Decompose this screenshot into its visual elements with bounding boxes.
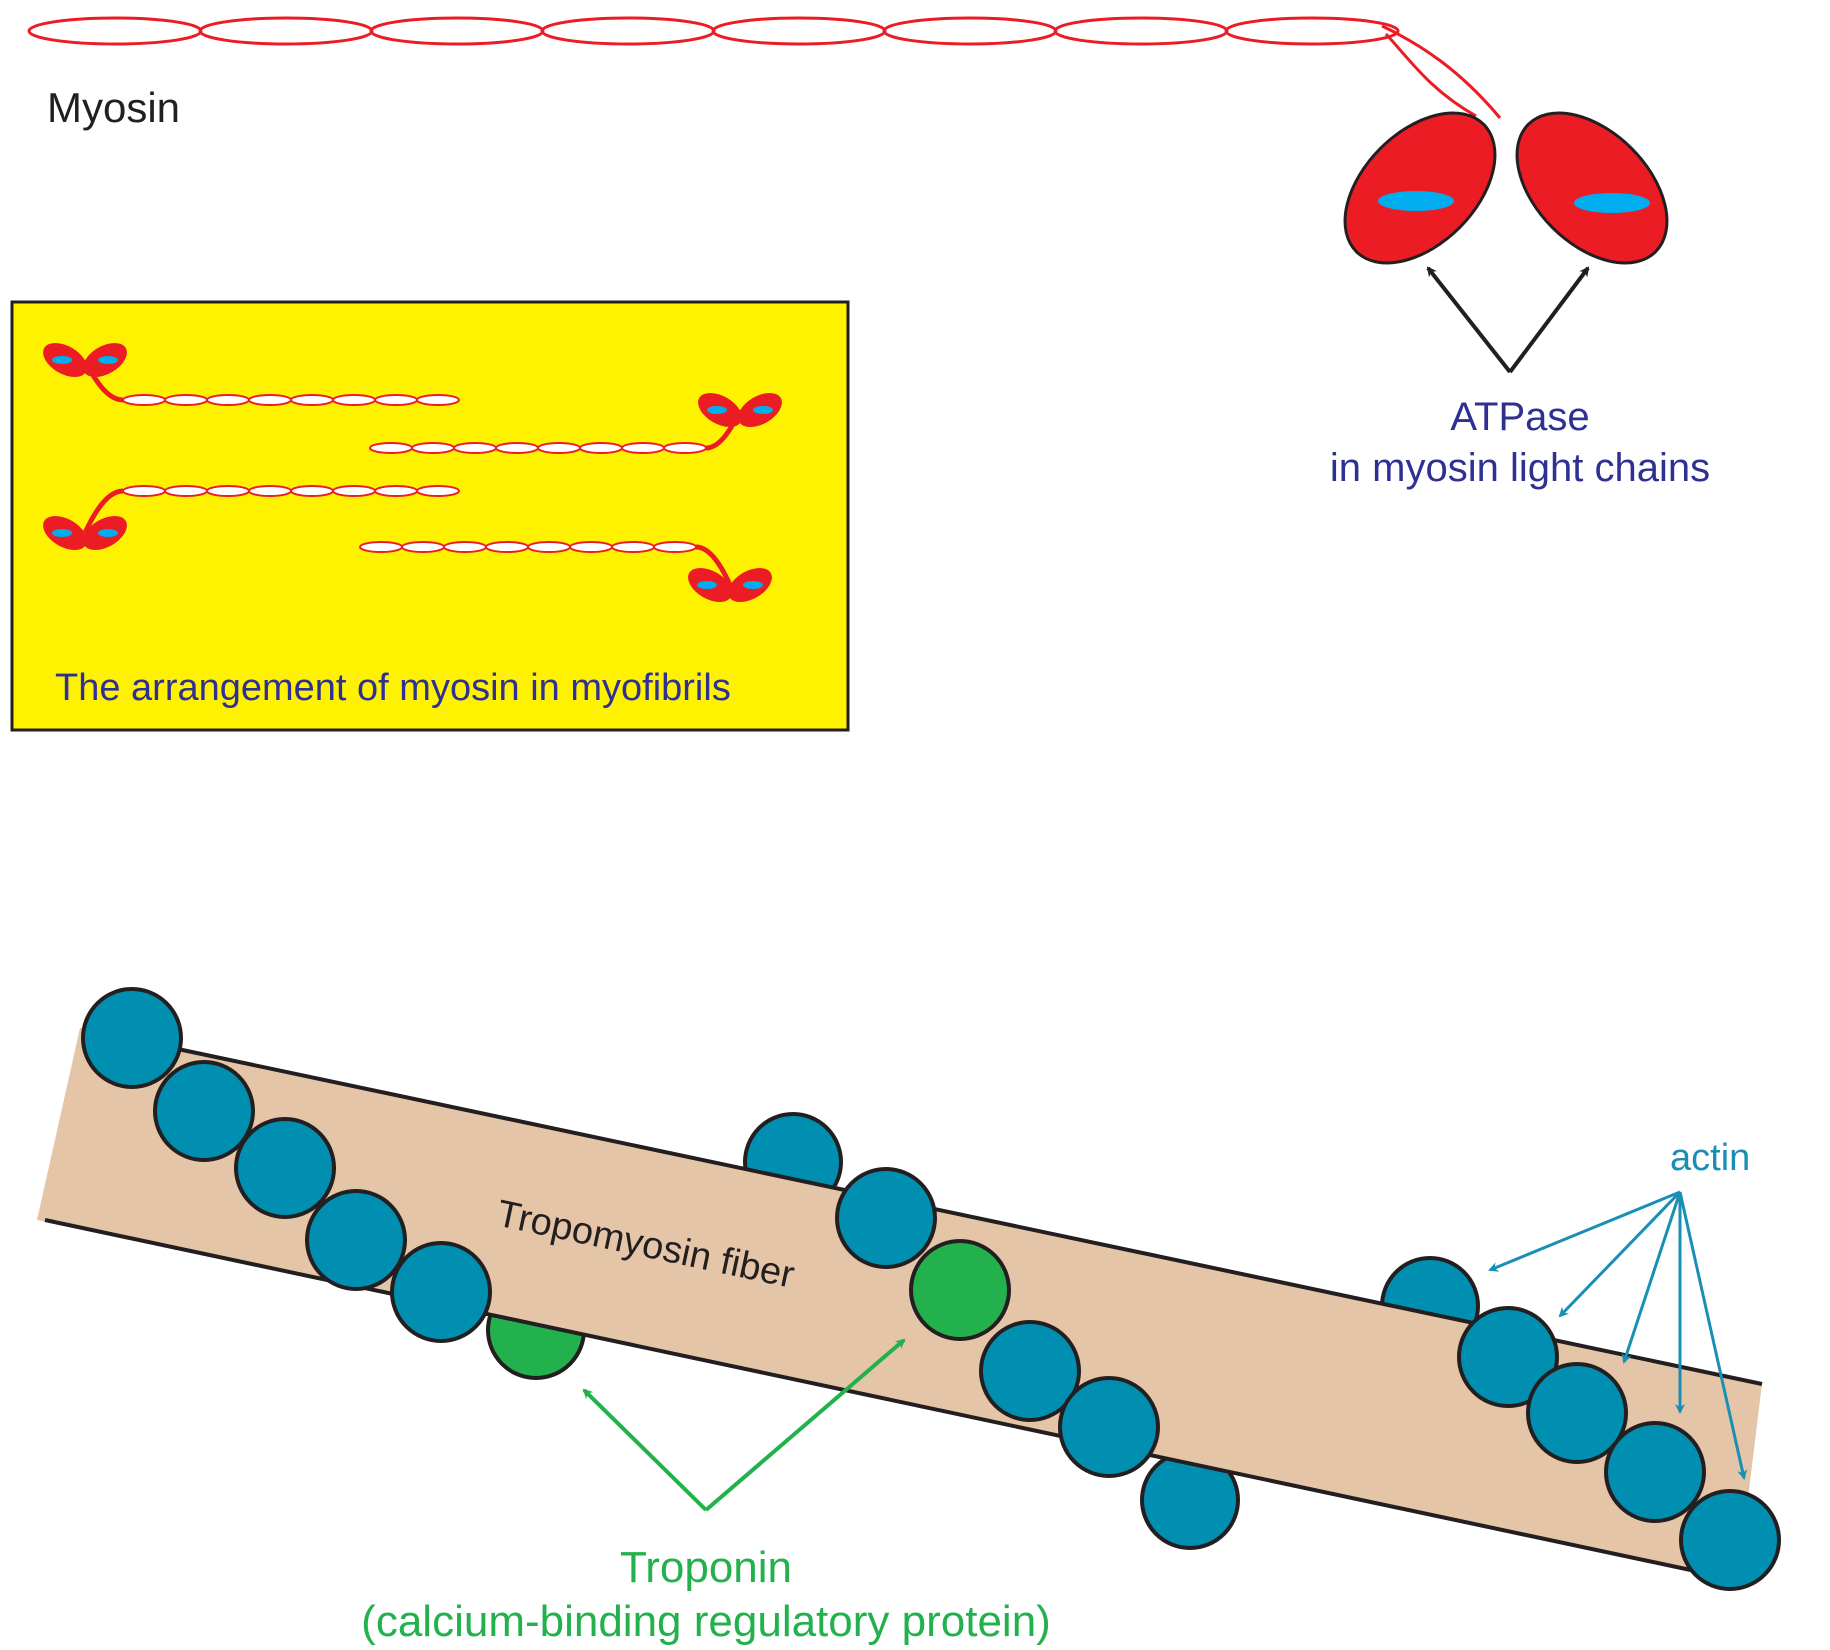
mini-tail-segment bbox=[537, 442, 581, 454]
tail-segment bbox=[198, 16, 374, 46]
mini-tail-segment bbox=[374, 394, 418, 406]
mini-atpase-site bbox=[707, 406, 727, 414]
myosin-head-right bbox=[1515, 111, 1669, 265]
myosin-molecule bbox=[27, 16, 1669, 265]
fiber-edge-bottom bbox=[44, 1218, 1701, 1574]
mini-tail-segment bbox=[248, 485, 292, 497]
mini-tail-segment bbox=[290, 394, 334, 406]
mini-atpase-site bbox=[697, 581, 717, 589]
actin-bead bbox=[305, 1189, 407, 1291]
actin-bead bbox=[390, 1241, 492, 1343]
myosin-label: Myosin bbox=[47, 84, 180, 131]
tail-segment bbox=[27, 16, 203, 46]
tropomyosin-fiber bbox=[37, 1028, 1762, 1580]
mini-tail-segment bbox=[443, 541, 487, 553]
mini-atpase-site bbox=[98, 356, 118, 364]
actin-bead bbox=[1457, 1306, 1559, 1408]
myosin-head-left bbox=[1343, 111, 1497, 265]
mini-myosin bbox=[369, 392, 782, 454]
mini-tail-segment bbox=[122, 394, 166, 406]
mini-atpase-site bbox=[52, 356, 72, 364]
mini-tail-segment bbox=[611, 541, 655, 553]
mini-tail-segment bbox=[374, 485, 418, 497]
actin-bead bbox=[835, 1167, 937, 1269]
mini-tail-segment bbox=[527, 541, 571, 553]
troponin-front bbox=[909, 1239, 1011, 1341]
mini-tail-segment bbox=[164, 485, 208, 497]
arrangement-caption: The arrangement of myosin in myofibrils bbox=[55, 667, 731, 709]
mini-atpase-site bbox=[98, 529, 118, 537]
mini-myosin bbox=[43, 342, 460, 406]
tail-segment bbox=[882, 16, 1058, 46]
mini-tail-segment bbox=[579, 442, 623, 454]
actin-bead bbox=[1526, 1362, 1628, 1464]
mini-tail-segment bbox=[369, 442, 413, 454]
tail-segment bbox=[369, 16, 545, 46]
myosin-neck bbox=[1381, 24, 1502, 119]
tail-segment bbox=[1224, 16, 1400, 46]
actin-label: actin bbox=[1670, 1137, 1750, 1179]
mini-tail-segment bbox=[290, 485, 334, 497]
mini-tail-segment bbox=[416, 394, 460, 406]
mini-tail-segment bbox=[663, 442, 707, 454]
thin-filament bbox=[37, 987, 1781, 1591]
troponin-label-line1: Troponin bbox=[620, 1543, 792, 1592]
actin-bead bbox=[81, 987, 183, 1089]
mini-tail-segment bbox=[485, 541, 529, 553]
mini-neck bbox=[695, 544, 733, 587]
tail-segment bbox=[540, 16, 716, 46]
mini-tail-segment bbox=[495, 442, 539, 454]
tail-segment bbox=[711, 16, 887, 46]
mini-tail-segment bbox=[359, 541, 403, 553]
mini-tail-segment bbox=[401, 541, 445, 553]
actin-bead bbox=[153, 1060, 255, 1162]
mini-myosin bbox=[359, 541, 772, 603]
mini-tail-segment bbox=[653, 541, 697, 553]
mini-tail-segment bbox=[332, 394, 376, 406]
mini-atpase-site bbox=[753, 406, 773, 414]
mini-neck bbox=[82, 488, 124, 535]
atpase-label-line2: in myosin light chains bbox=[1330, 446, 1710, 490]
atpase-arrows bbox=[1426, 266, 1590, 374]
mini-tail-segment bbox=[569, 541, 613, 553]
tail-segment bbox=[1053, 16, 1229, 46]
mini-tail-segment bbox=[164, 394, 208, 406]
mini-tail-segment bbox=[248, 394, 292, 406]
actin-bead bbox=[1058, 1376, 1160, 1478]
mini-atpase-site bbox=[743, 581, 763, 589]
mini-tail-segment bbox=[411, 442, 455, 454]
mini-tail-segment bbox=[453, 442, 497, 454]
mini-myosin bbox=[43, 485, 460, 551]
mini-atpase-site bbox=[52, 529, 72, 537]
mini-tail-segment bbox=[621, 442, 665, 454]
mini-tail-segment bbox=[416, 485, 460, 497]
actin-bead bbox=[1679, 1489, 1781, 1591]
arrangement-box bbox=[10, 300, 850, 732]
actin-bead bbox=[1604, 1421, 1706, 1523]
troponin-label-line2: (calcium-binding regulatory protein) bbox=[361, 1597, 1051, 1646]
actin-bead bbox=[979, 1320, 1081, 1422]
actin-bead bbox=[234, 1117, 336, 1219]
myofibril-myosin-arrangement bbox=[43, 342, 782, 603]
atpase-site-left bbox=[1378, 191, 1454, 211]
actin-beads-front bbox=[81, 987, 1781, 1591]
troponin-arrows bbox=[582, 1338, 906, 1512]
mini-tail-segment bbox=[122, 485, 166, 497]
mini-tail-segment bbox=[332, 485, 376, 497]
atpase-label-line1: ATPase bbox=[1450, 395, 1589, 439]
myosin-tail bbox=[27, 16, 1400, 46]
mini-tail-segment bbox=[206, 394, 250, 406]
mini-tail-segment bbox=[206, 485, 250, 497]
actin-arrows bbox=[1488, 1190, 1748, 1480]
atpase-site-right bbox=[1574, 193, 1650, 213]
